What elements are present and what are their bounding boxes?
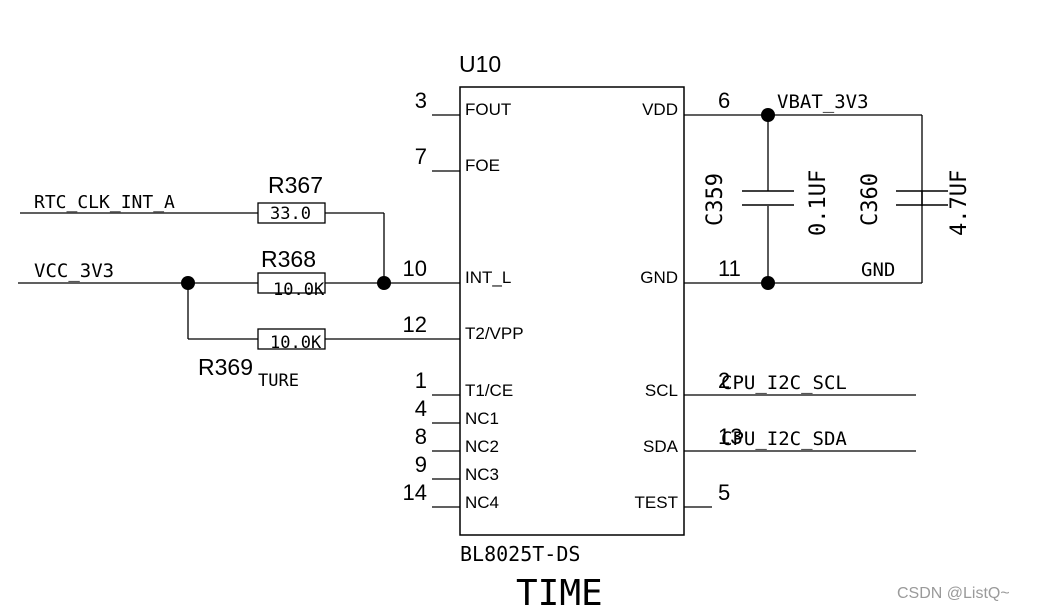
resistor-r368-body (257, 272, 326, 294)
pin-num-4: 4 (415, 396, 427, 421)
net-label-rtc-clk: RTC_CLK_INT_A (34, 192, 175, 213)
pin-num-9: 9 (415, 452, 427, 477)
pin-name-nc3: NC3 (465, 465, 499, 484)
pin-num-6: 6 (718, 88, 730, 113)
pin-num-10: 10 (403, 256, 427, 281)
pin-name-t1-ce: T1/CE (465, 381, 513, 400)
resistor-r367-body (257, 202, 326, 224)
net-label-gnd: GND (861, 259, 895, 281)
junction-dot-vcc (181, 276, 195, 290)
schematic-title: TIME (516, 573, 603, 612)
pin-num-1: 1 (415, 368, 427, 393)
right-side-wires (684, 114, 923, 508)
resistor-r368-ref: R368 (261, 246, 316, 272)
ic-body (459, 86, 685, 536)
junction-dot-vbat (761, 108, 775, 122)
net-label-sda: CPU_I2C_SDA (721, 428, 847, 450)
pin-num-3: 3 (415, 88, 427, 113)
capacitor-c359-value: 0.1UF (806, 170, 831, 236)
pin-num-7: 7 (415, 144, 427, 169)
capacitor-c360-symbol (896, 190, 948, 206)
left-pin-stubs (432, 114, 460, 508)
pin-name-gnd: GND (640, 268, 678, 287)
junction-dot-gnd (761, 276, 775, 290)
capacitor-c360-ref: C360 (858, 173, 883, 226)
capacitor-c360-value: 4.7UF (947, 170, 972, 236)
left-side-wires (18, 212, 460, 340)
pin-num-5: 5 (718, 480, 730, 505)
junction-dot-int (377, 276, 391, 290)
resistor-r369-note: TURE (258, 371, 299, 391)
net-label-scl: CPU_I2C_SCL (721, 372, 847, 394)
pin-name-nc2: NC2 (465, 437, 499, 456)
pin-name-vdd: VDD (642, 100, 678, 119)
resistor-r369-ref: R369 (198, 354, 253, 380)
capacitor-c359-symbol (742, 190, 794, 206)
pin-name-scl: SCL (645, 381, 678, 400)
resistor-r369-body (257, 328, 326, 350)
net-label-vcc: VCC_3V3 (34, 260, 114, 282)
capacitor-c359-ref: C359 (703, 173, 728, 226)
pin-num-8: 8 (415, 424, 427, 449)
resistor-r368-value: 10.0K (273, 280, 325, 300)
watermark: CSDN @ListQ~ (897, 585, 1010, 602)
ic-part-number: BL8025T-DS (460, 542, 580, 566)
pin-name-fout: FOUT (465, 100, 511, 119)
pin-name-foe: FOE (465, 156, 500, 175)
ic-refdes: U10 (459, 51, 501, 77)
resistor-r367-value: 33.0 (270, 204, 311, 224)
pin-name-nc1: NC1 (465, 409, 499, 428)
pin-num-11: 11 (718, 256, 741, 281)
pin-name-int-l: INT_L (465, 268, 511, 287)
pin-name-test: TEST (635, 493, 678, 512)
pin-name-nc4: NC4 (465, 493, 499, 512)
pin-num-13: 13 (718, 424, 742, 449)
net-label-vbat: VBAT_3V3 (777, 91, 869, 113)
pin-name-sda: SDA (643, 437, 679, 456)
pin-num-2: 2 (718, 368, 730, 393)
pin-name-t2-vpp: T2/VPP (465, 324, 524, 343)
resistor-r367-ref: R367 (268, 172, 323, 198)
resistor-r369-value: 10.0K (270, 333, 322, 353)
pin-num-14: 14 (403, 480, 427, 505)
pin-num-12: 12 (403, 312, 427, 337)
